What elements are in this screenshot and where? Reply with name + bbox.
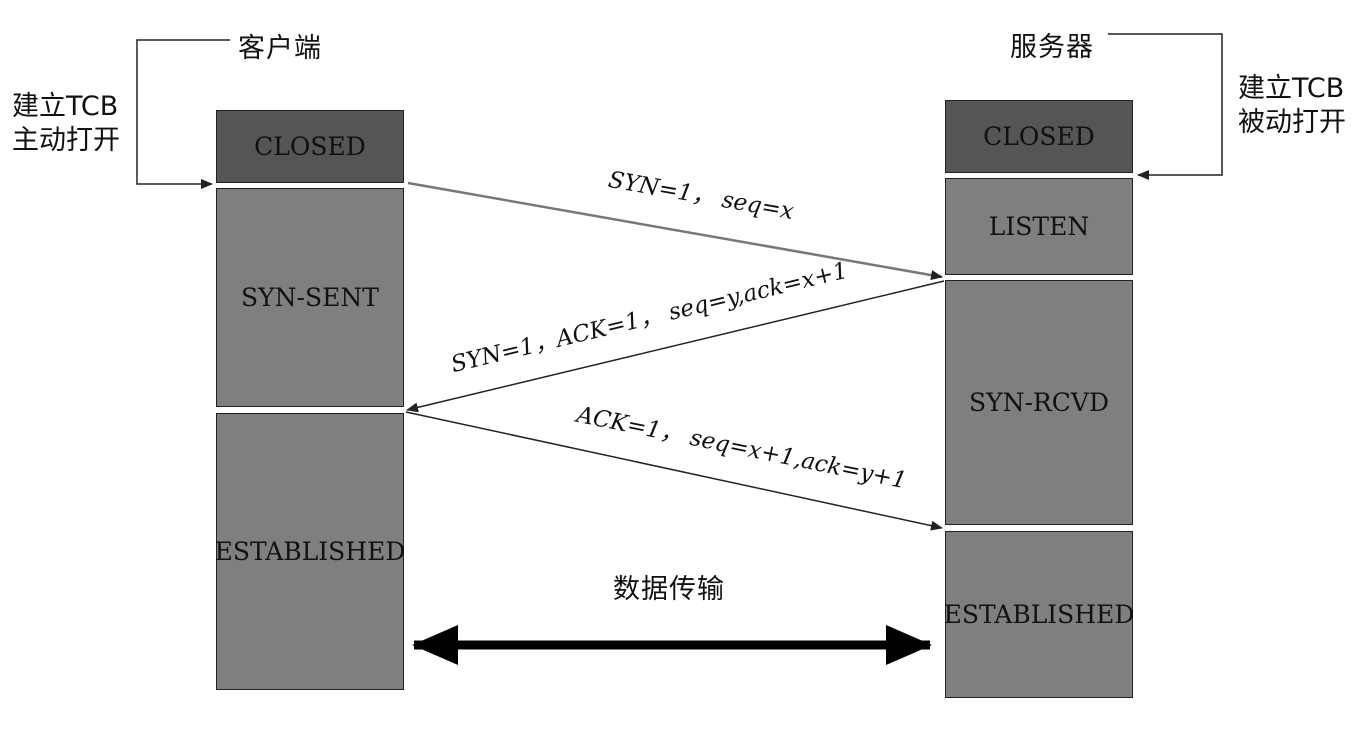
client-open-note: 建立TCB 主动打开 [12,90,120,158]
client-state-closed: CLOSED [216,110,404,183]
server-state-listen: LISTEN [945,178,1133,275]
client-state-syn-sent: SYN-SENT [216,188,404,407]
client-note-line-2: 主动打开 [12,125,120,156]
client-note-line-1: 建立TCB [12,91,119,122]
syn-ack-arrow [406,280,945,413]
server-open-note: 建立TCB 被动打开 [1238,72,1346,140]
server-state-closed: CLOSED [945,100,1133,173]
server-title: 服务器 [1010,32,1094,63]
client-state-established: ESTABLISHED [215,413,405,690]
server-state-established: ESTABLISHED [944,531,1134,698]
data-transfer-label: 数据传输 [613,574,725,605]
client-open-connector [136,39,230,189]
server-state-syn-rcvd: SYN-RCVD [945,280,1133,525]
server-open-connector [1108,33,1223,180]
ack-arrow [405,411,943,531]
server-note-line-1: 建立TCB [1238,73,1345,104]
server-note-line-2: 被动打开 [1238,107,1346,138]
syn-arrow [407,181,943,281]
client-title: 客户端 [238,33,322,64]
